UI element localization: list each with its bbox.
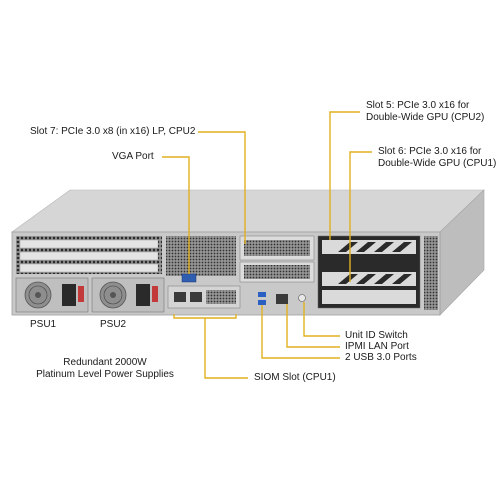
usb-port-1 [258,292,266,297]
rear-vent-right [424,236,438,310]
callout-vga [162,156,190,274]
label-slot5-line2: Double-Wide GPU (CPU2) [366,112,485,123]
psu1-handle [78,286,84,302]
callout-slot5 [329,111,360,240]
unit-id-switch [298,294,306,302]
vga-port [181,273,197,283]
callout-unit-id [303,302,340,337]
rear-vent-mid [166,236,236,276]
gpu-slot-filler [322,290,416,304]
callout-siom-bracket [173,314,237,319]
label-slot6-line2: Double-Wide GPU (CPU1) [378,158,497,169]
label-psu1: PSU1 [30,319,57,330]
label-unit-id: Unit ID Switch [345,330,408,341]
label-redundant-line2: Platinum Level Power Supplies [36,369,174,380]
slot-lower-vent [244,265,310,279]
left-slot-bracket-3 [19,263,159,273]
slot7-vent [244,240,310,256]
label-siom: SIOM Slot (CPU1) [254,372,336,383]
left-slot-bracket-1 [19,239,159,249]
gpu-slot5-bracket [322,240,416,254]
label-slot5-line1: Slot 5: PCIe 3.0 x16 for [366,100,470,111]
callout-usb [261,305,340,359]
psu2 [91,277,165,313]
ipmi-lan-port [276,294,288,304]
callout-lines [162,111,372,379]
psu1 [15,277,89,313]
siom-lan-port-1 [174,292,186,302]
label-usb: 2 USB 3.0 Ports [345,352,417,363]
label-redundant-line1: Redundant 2000W [63,357,147,368]
label-slot6-line1: Slot 6: PCIe 3.0 x16 for [378,146,482,157]
label-slot7: Slot 7: PCIe 3.0 x8 (in x16) LP, CPU2 [30,126,196,137]
psu1-power-inlet [62,284,76,306]
callout-slot7 [198,131,246,244]
callout-siom [204,318,248,379]
callout-slot6 [349,151,372,282]
chassis-top [11,189,485,233]
usb-port-2 [258,300,266,305]
psu2-handle [152,286,158,302]
label-psu2: PSU2 [100,319,127,330]
label-vga: VGA Port [112,151,154,162]
left-slot-bracket-2 [19,251,159,261]
gpu-slot6-bracket [322,272,416,286]
label-ipmi: IPMI LAN Port [345,341,409,352]
siom-lan-port-2 [190,292,202,302]
siom-vent [206,290,236,304]
psu2-power-inlet [136,284,150,306]
callout-ipmi [286,304,340,348]
